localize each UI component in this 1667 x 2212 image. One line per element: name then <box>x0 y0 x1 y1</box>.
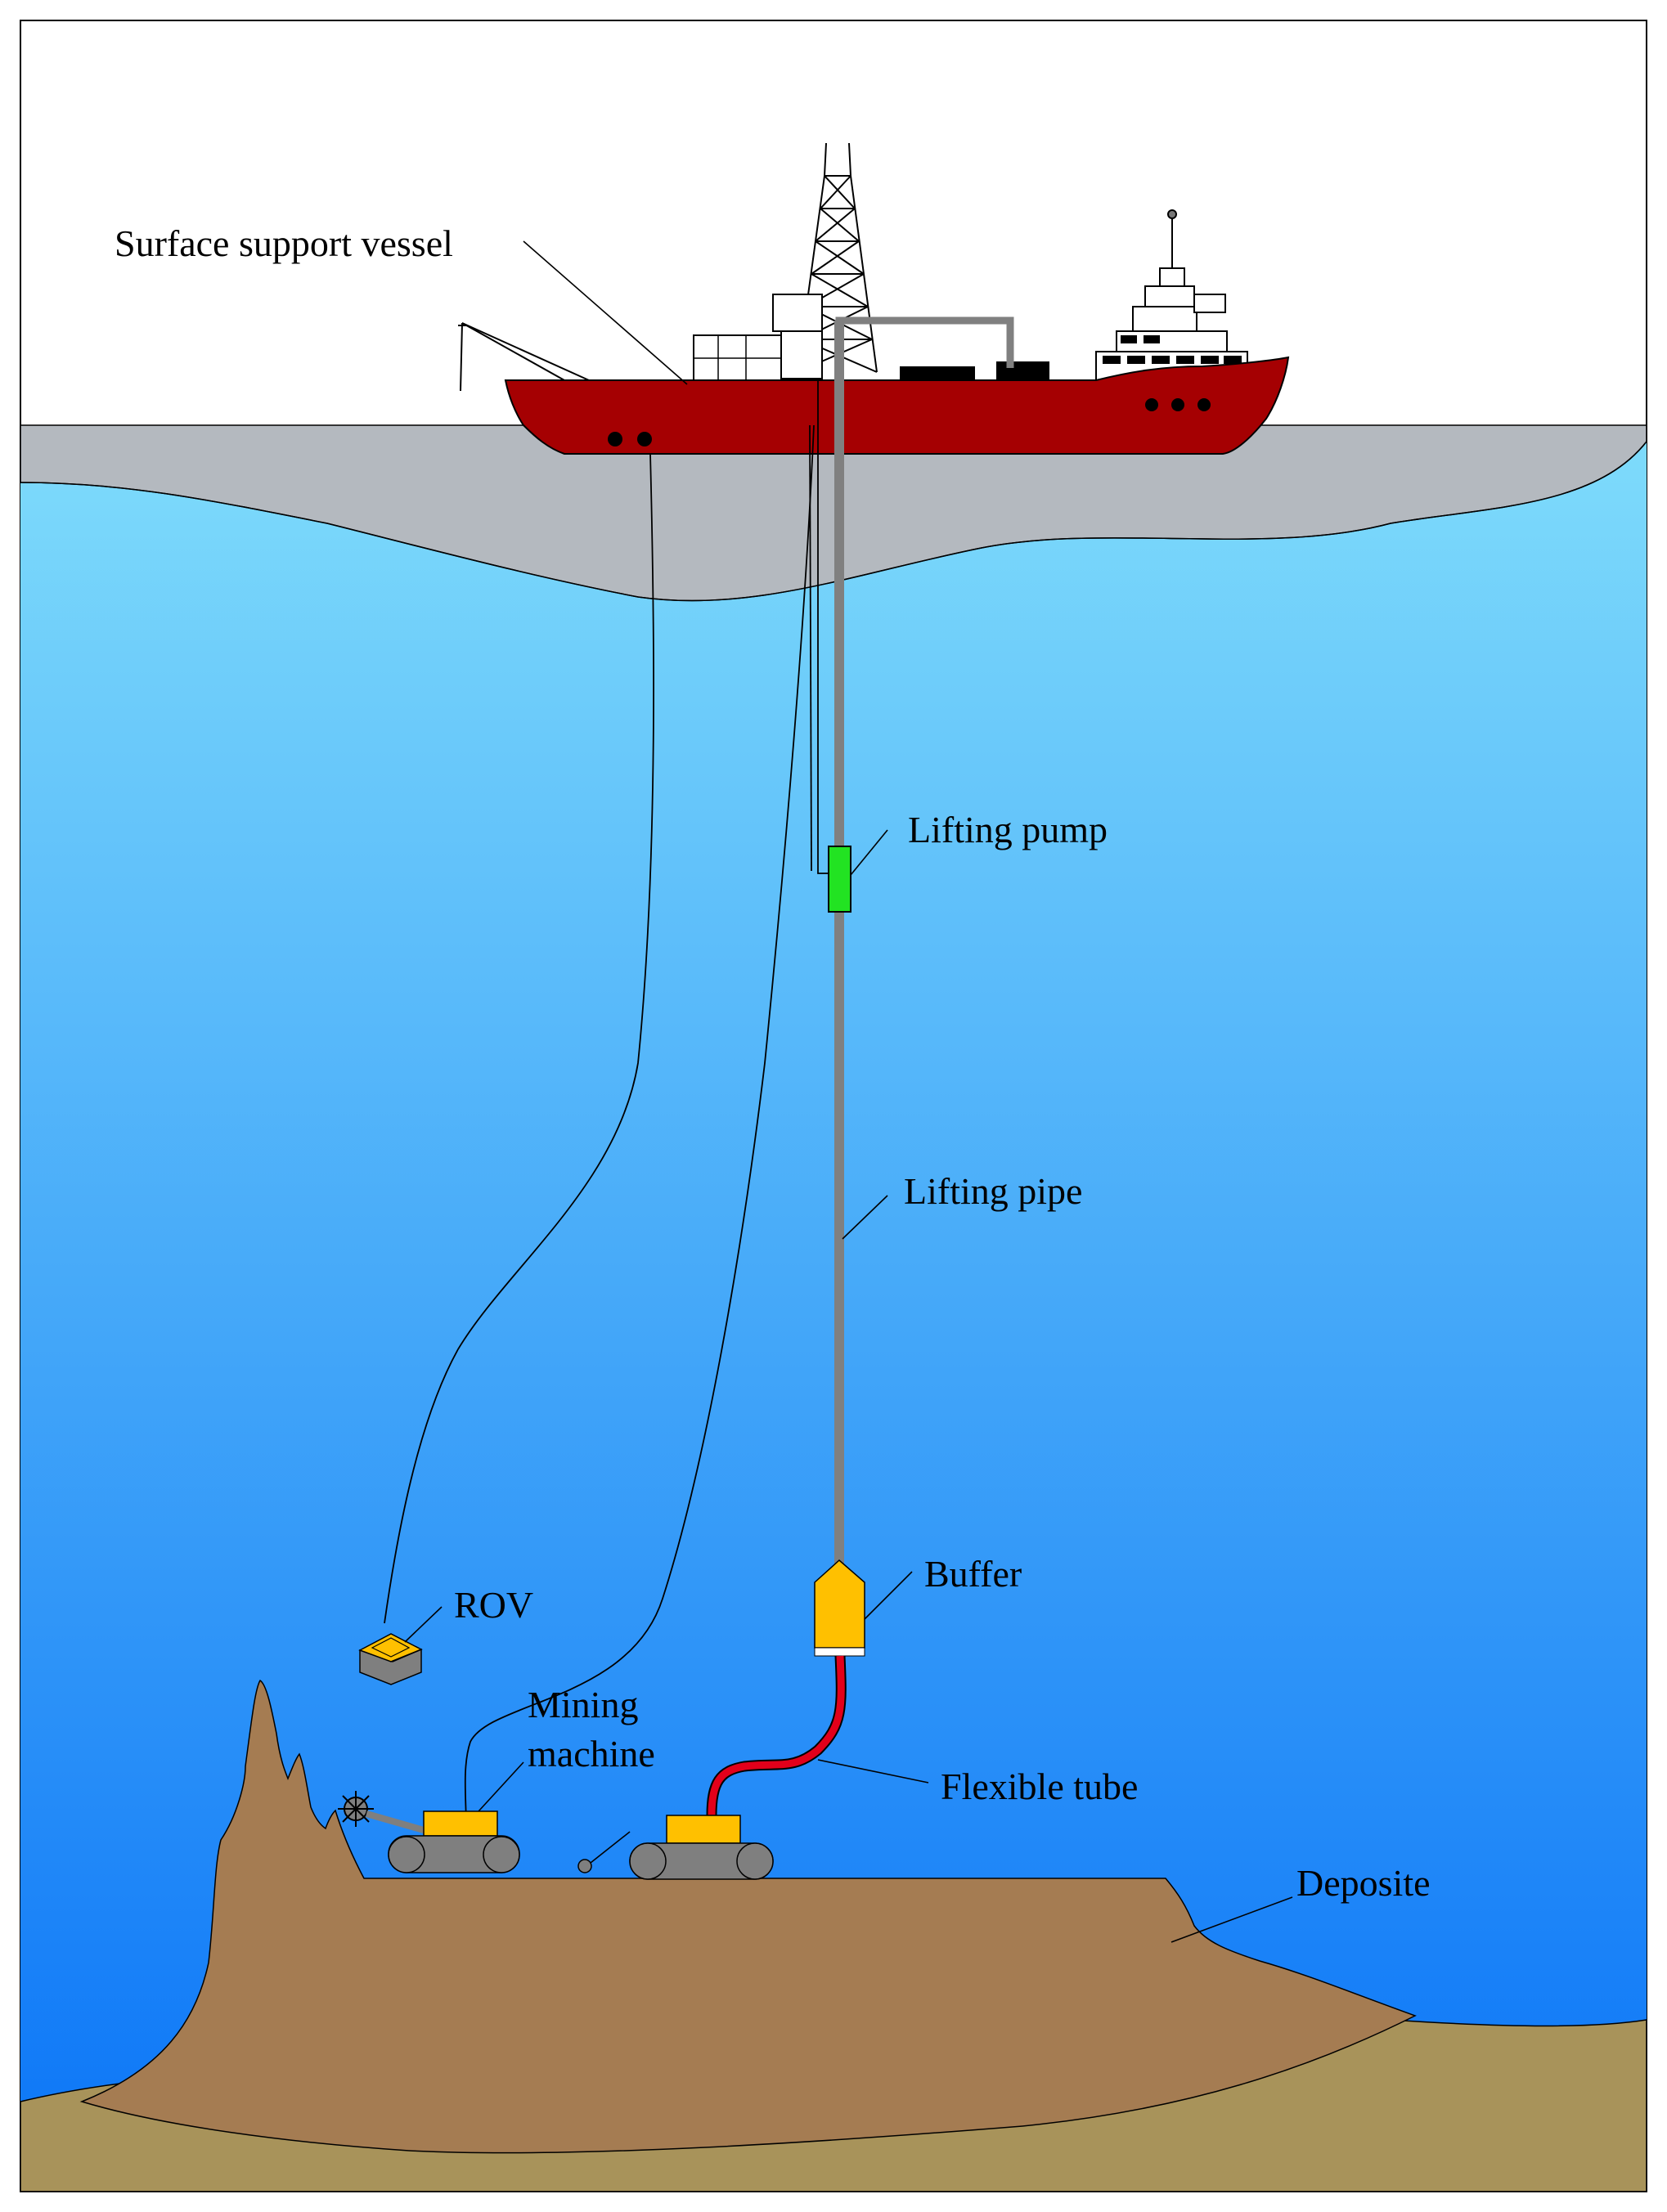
label-deposite: Deposite <box>1296 1862 1431 1904</box>
leader-pump <box>850 829 888 876</box>
mining-machine <box>338 1791 520 1873</box>
leader-pipe <box>842 1195 888 1240</box>
pump-power-cable <box>817 380 829 874</box>
leader-buffer <box>864 1571 913 1620</box>
flexible-tube-fill <box>708 1655 845 1816</box>
wave-line <box>20 441 1647 602</box>
leader-rov <box>404 1606 443 1643</box>
label-buffer: Buffer <box>924 1553 1022 1595</box>
leader-deposite <box>1170 1896 1293 1943</box>
label-rov: ROV <box>454 1584 533 1626</box>
buffer <box>814 1559 865 1649</box>
label-mining-line2: machine <box>528 1733 655 1775</box>
label-mining-line1: Mining <box>528 1684 638 1725</box>
mining-machine-umbilical-cable <box>464 424 815 1828</box>
leader-flexible-tube <box>817 1759 929 1784</box>
label-surface-support-vessel: Surface support vessel <box>115 222 453 264</box>
label-lifting-pump: Lifting pump <box>908 809 1108 850</box>
lifting-pump <box>828 846 851 913</box>
leader-vessel <box>523 240 688 385</box>
crane <box>458 322 590 392</box>
deck-house-2 <box>780 330 823 379</box>
leader-nodule <box>590 1831 631 1864</box>
nodule <box>577 1859 592 1873</box>
rov <box>358 1633 423 1685</box>
surface-support-vessel <box>458 142 1290 455</box>
leader-mining <box>478 1761 524 1812</box>
deck-house <box>772 294 823 332</box>
bridge-windows <box>1103 335 1242 364</box>
label-flexible-tube: Flexible tube <box>941 1766 1138 1807</box>
collector-vehicle <box>629 1815 774 1880</box>
rov-umbilical-cable <box>384 453 654 1624</box>
deposit <box>79 1679 1417 2154</box>
pump-power-cable-2 <box>809 424 812 872</box>
label-lifting-pipe: Lifting pipe <box>904 1170 1082 1212</box>
hull <box>504 356 1290 455</box>
portholes <box>608 398 1211 446</box>
buffer-base <box>814 1647 865 1657</box>
